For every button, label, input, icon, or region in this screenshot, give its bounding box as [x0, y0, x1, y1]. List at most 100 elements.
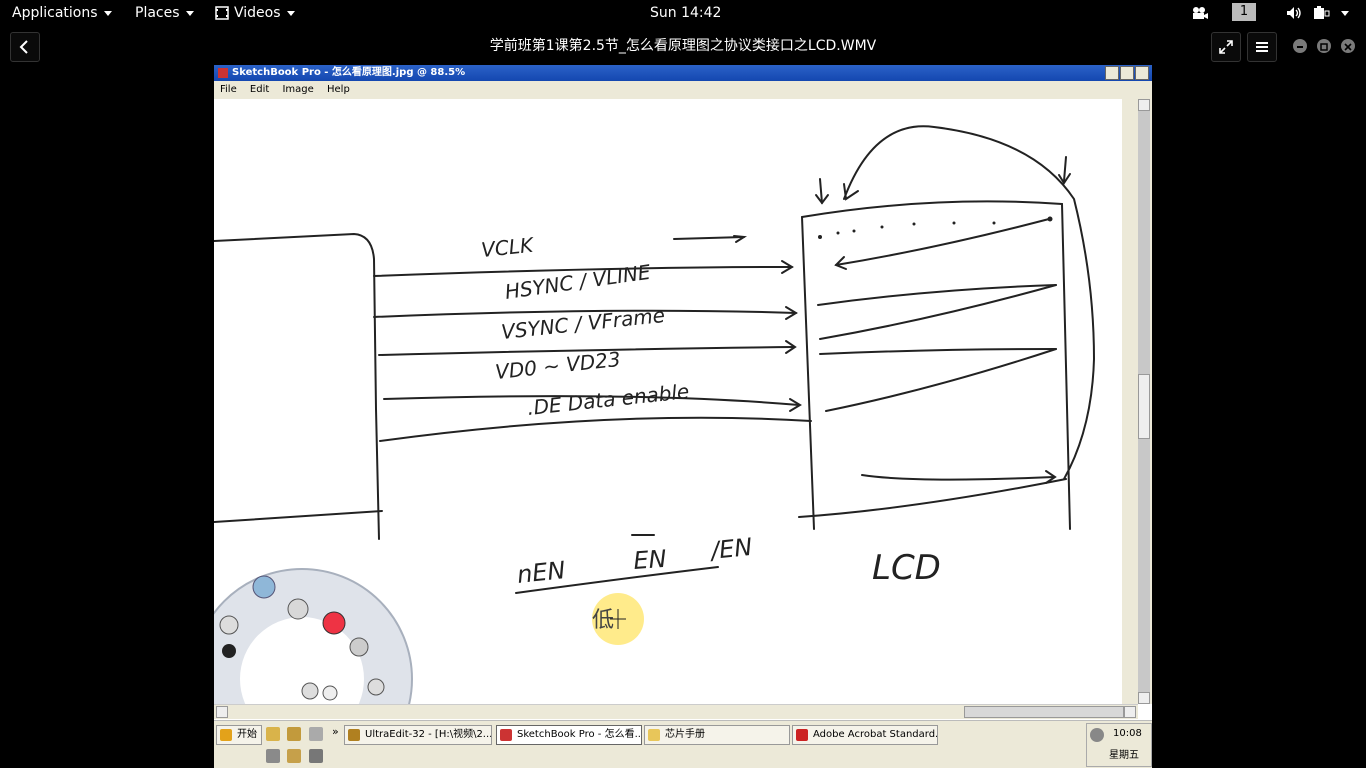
- minimize-button[interactable]: [1293, 39, 1307, 53]
- pen-tool-icon: [219, 615, 239, 635]
- task-label: Adobe Acrobat Standard...: [813, 729, 938, 740]
- task-sketchbook[interactable]: SketchBook Pro - 怎么看...: [496, 725, 642, 745]
- quicklaunch-icon[interactable]: [287, 727, 301, 741]
- signal-label-hsync: HSYNC / VLINE: [503, 260, 652, 304]
- fullscreen-icon: [1219, 40, 1233, 54]
- scroll-thumb[interactable]: [1138, 374, 1150, 439]
- arrowhead: [785, 306, 798, 320]
- scan-line: [819, 284, 1057, 340]
- menu-edit[interactable]: Edit: [249, 84, 270, 95]
- arrowhead: [781, 260, 794, 274]
- gnome-top-bar: Applications Places Videos Sun 14:42 1: [0, 0, 1366, 26]
- quicklaunch-icon[interactable]: [266, 749, 280, 763]
- windows-logo-icon: [220, 729, 232, 741]
- scroll-left-arrow-icon[interactable]: [216, 706, 228, 718]
- arrowhead: [1045, 470, 1057, 484]
- signal-line-extra: [379, 416, 812, 442]
- menu-file[interactable]: File: [220, 84, 237, 95]
- fullscreen-button[interactable]: [1211, 32, 1241, 62]
- signal-line-de: [383, 395, 800, 406]
- back-button[interactable]: [10, 32, 40, 62]
- soc-box-bottom: [214, 510, 383, 523]
- lcd-panel-bottom: [798, 478, 1067, 518]
- arrowhead: [1058, 173, 1071, 185]
- menu-button[interactable]: [1247, 32, 1277, 62]
- scroll-down-arrow-icon[interactable]: [1138, 692, 1150, 704]
- folder-icon: [648, 729, 660, 741]
- minimize-icon: [1297, 46, 1303, 48]
- arrowhead: [789, 398, 802, 412]
- clock[interactable]: Sun 14:42: [650, 5, 722, 21]
- down-arrow: [1063, 156, 1067, 182]
- enable-label-nen: nEN: [516, 556, 567, 589]
- system-tray: 10:08 星期五: [1086, 723, 1152, 767]
- task-acrobat[interactable]: Adobe Acrobat Standard...: [792, 725, 938, 745]
- battery-icon[interactable]: [1313, 0, 1349, 26]
- applications-menu[interactable]: Applications: [12, 0, 112, 26]
- signal-label-de: .DE Data enable: [526, 379, 690, 420]
- acrobat-icon: [796, 729, 808, 741]
- layer-tool-icon: [349, 637, 369, 657]
- chevron-down-icon: [103, 10, 112, 16]
- tray-icon[interactable]: [1090, 728, 1104, 742]
- enable-label-en: EN: [632, 545, 667, 575]
- chevron-down-icon: [1341, 10, 1349, 16]
- annotation-low: 低: [592, 608, 614, 633]
- hamburger-menu-icon: [1256, 42, 1268, 52]
- arrowhead: [834, 256, 847, 270]
- chevron-down-icon: [286, 10, 295, 16]
- down-arrow: [819, 178, 823, 204]
- quicklaunch-overflow-icon[interactable]: »: [332, 725, 339, 738]
- hscroll-thumb[interactable]: [964, 706, 1124, 718]
- back-arrow-icon: [19, 40, 28, 54]
- videos-app-menu[interactable]: Videos: [215, 0, 295, 26]
- horizontal-scrollbar[interactable]: [214, 704, 1138, 719]
- lcd-panel-left-edge: [801, 216, 815, 530]
- xp-minimize-icon[interactable]: [1105, 66, 1119, 80]
- ultraedit-icon: [348, 729, 360, 741]
- video-frame[interactable]: SketchBook Pro - 怎么看原理图.jpg @ 88.5% File…: [214, 65, 1152, 768]
- xp-close-icon[interactable]: [1135, 66, 1149, 80]
- maximize-button[interactable]: [1317, 39, 1331, 53]
- scan-line: [819, 348, 1057, 355]
- soc-box-outline: [214, 232, 380, 540]
- videos-label: Videos: [234, 5, 281, 21]
- start-button[interactable]: 开始: [216, 725, 262, 745]
- scroll-up-arrow-icon[interactable]: [1138, 99, 1150, 111]
- task-chip-manual[interactable]: 芯片手册: [644, 725, 790, 745]
- enable-label-slash-en: /EN: [708, 533, 754, 565]
- video-title: 学前班第1课第2.5节_怎么看原理图之协议类接口之LCD.WMV: [489, 38, 877, 54]
- xp-window-controls: [1104, 66, 1149, 86]
- signal-line-vsync: [373, 309, 797, 318]
- sketchbook-icon: [500, 729, 512, 741]
- close-button[interactable]: [1341, 39, 1355, 53]
- crosshair-cursor-icon: [610, 609, 626, 629]
- arrowhead: [843, 183, 859, 201]
- places-menu[interactable]: Places: [135, 0, 194, 26]
- workspace-indicator[interactable]: 1: [1232, 3, 1256, 21]
- vertical-scrollbar[interactable]: [1122, 99, 1152, 704]
- undo-icon: [301, 682, 319, 700]
- xp-taskbar: 开始 » UltraEdit-32 - [H:\视频\2... SketchBo…: [214, 720, 1152, 768]
- tool-lagoon[interactable]: [214, 568, 413, 768]
- zoom-tool-icon: [367, 678, 385, 696]
- arrowhead: [785, 340, 797, 354]
- signal-label-vclk: VCLK: [480, 232, 536, 261]
- task-ultraedit[interactable]: UltraEdit-32 - [H:\视频\2...: [344, 725, 492, 745]
- quicklaunch-icon[interactable]: [287, 749, 301, 763]
- volume-icon[interactable]: [1286, 0, 1302, 26]
- quicklaunch-icon[interactable]: [309, 727, 323, 741]
- menu-help[interactable]: Help: [327, 84, 350, 95]
- xp-restore-icon[interactable]: [1120, 66, 1134, 80]
- tray-day: 星期五: [1109, 750, 1139, 761]
- quicklaunch-icon[interactable]: [309, 749, 323, 763]
- brush-tool-icon: [252, 575, 276, 599]
- quicklaunch-icon[interactable]: [266, 727, 280, 741]
- scroll-right-arrow-icon[interactable]: [1124, 706, 1136, 718]
- camera-indicator-icon[interactable]: [1191, 0, 1209, 26]
- menu-image[interactable]: Image: [282, 84, 314, 95]
- enable-underline: [515, 566, 719, 594]
- redo-icon: [322, 685, 338, 701]
- drawing-canvas[interactable]: VCLK HSYNC / VLINE VSYNC / VFrame VD0 ~ …: [214, 99, 1122, 768]
- lcd-panel-outline: [801, 200, 1071, 530]
